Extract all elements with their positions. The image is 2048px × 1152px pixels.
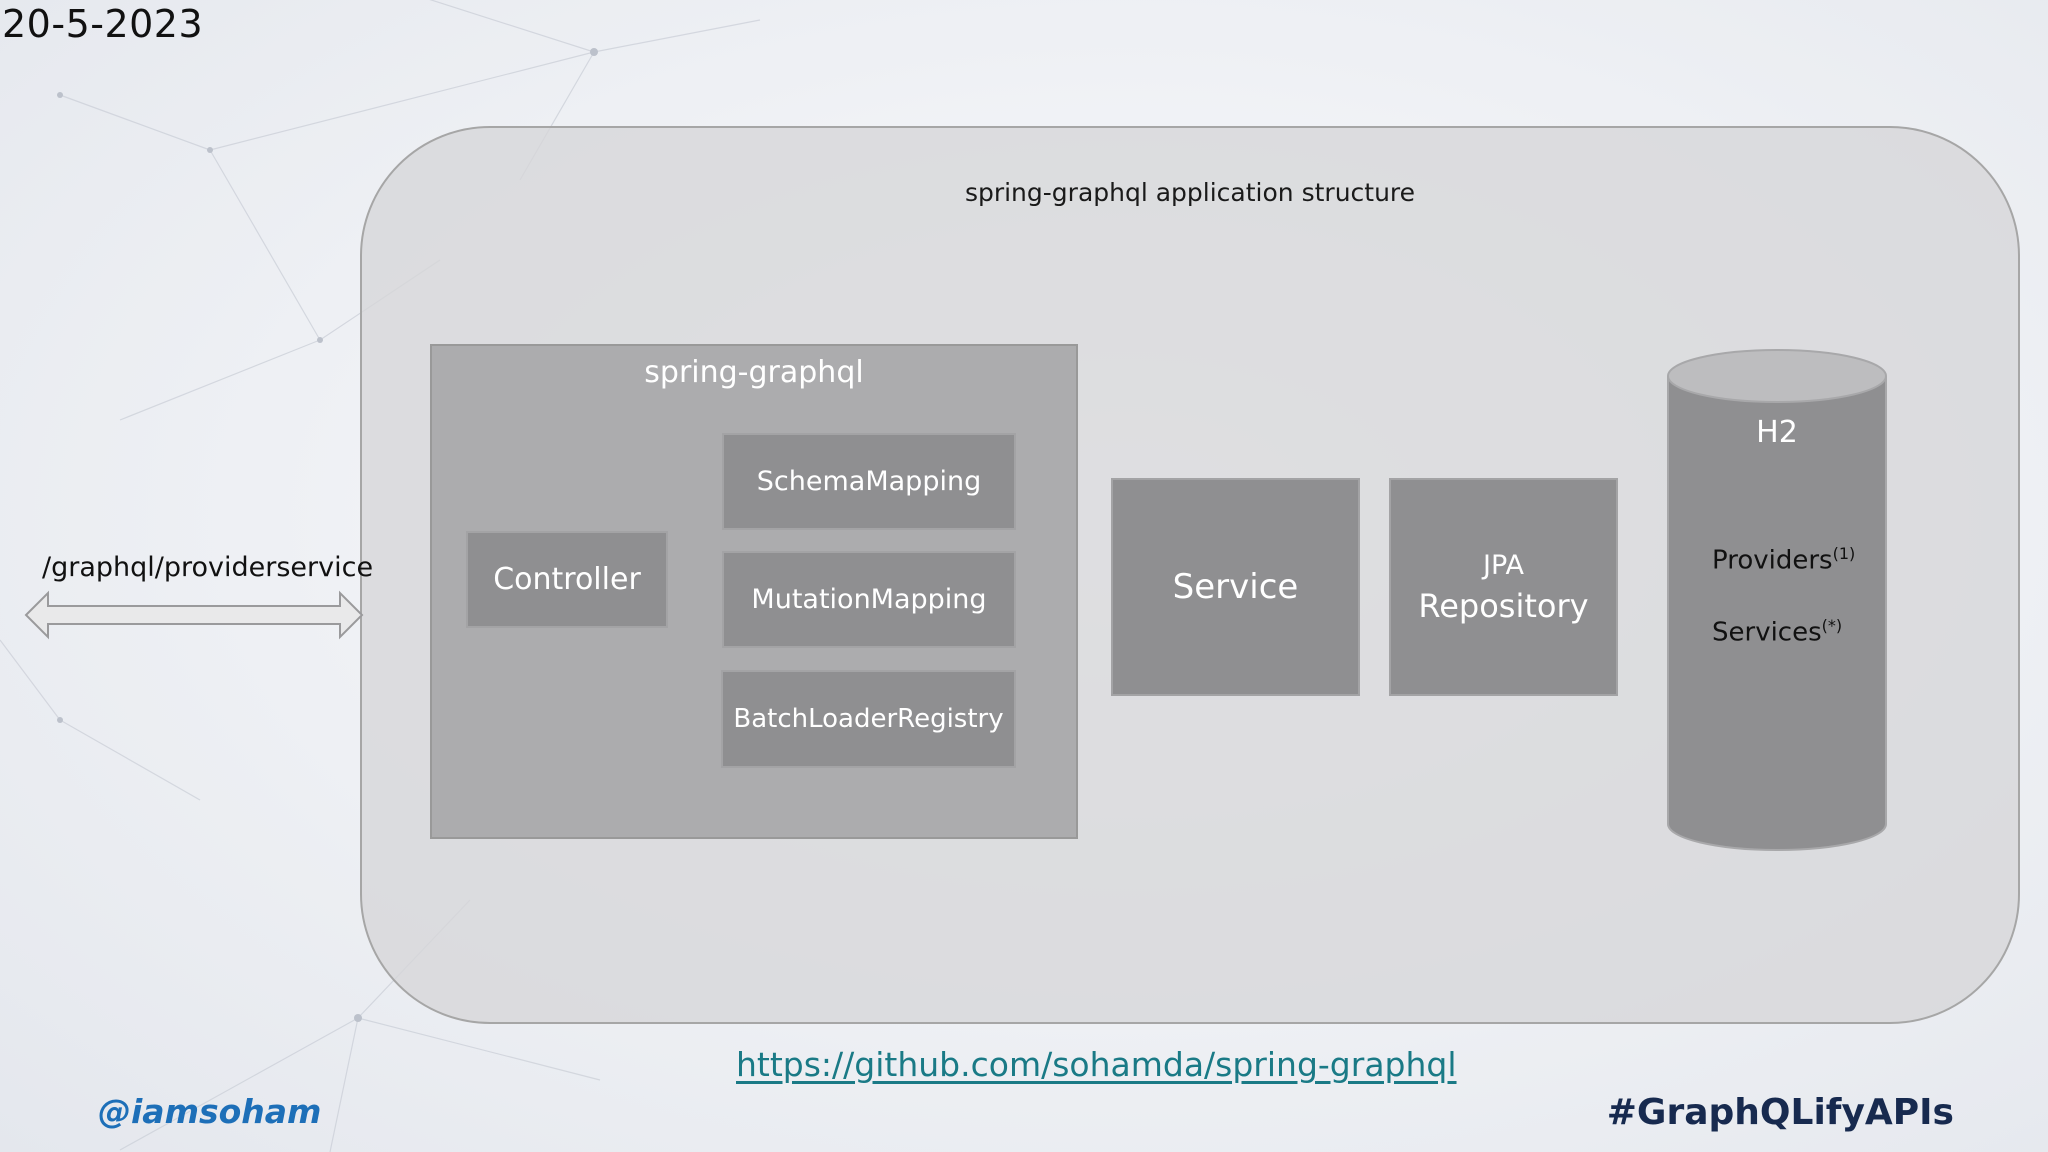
service-block: Service — [1111, 478, 1360, 696]
controller-block: Controller — [466, 531, 668, 628]
services-table: Services(*) — [1712, 616, 1842, 648]
hashtag-label: #GraphQLifyAPIs — [1606, 1092, 1954, 1133]
providers-superscript: (1) — [1832, 544, 1856, 563]
author-handle: @iamsoham — [98, 1092, 322, 1131]
h2-database-cylinder-icon — [1667, 349, 1887, 851]
database-name: H2 — [1756, 415, 1798, 450]
providers-label: Providers — [1712, 545, 1833, 576]
jpa-label: JPA — [1483, 549, 1524, 581]
services-superscript: (*) — [1821, 616, 1843, 635]
repository-label: Repository — [1418, 586, 1589, 625]
mutation-mapping-block: MutationMapping — [722, 551, 1016, 648]
presentation-date: 20-5-2023 — [2, 2, 204, 46]
structure-title: spring-graphql application structure — [964, 178, 1416, 207]
jpa-repository-block: JPA Repository — [1389, 478, 1618, 696]
bidirectional-arrow-icon — [24, 590, 364, 640]
batch-loader-registry-block: BatchLoaderRegistry — [721, 670, 1016, 768]
endpoint-label: /graphql/providerservice — [42, 552, 374, 583]
schema-mapping-block: SchemaMapping — [722, 433, 1016, 530]
github-repo-link[interactable]: https://github.com/sohamda/spring-graphq… — [736, 1045, 1457, 1084]
providers-table: Providers(1) — [1712, 544, 1855, 576]
spring-graphql-title: spring-graphql — [644, 355, 864, 390]
services-label: Services — [1712, 617, 1822, 648]
